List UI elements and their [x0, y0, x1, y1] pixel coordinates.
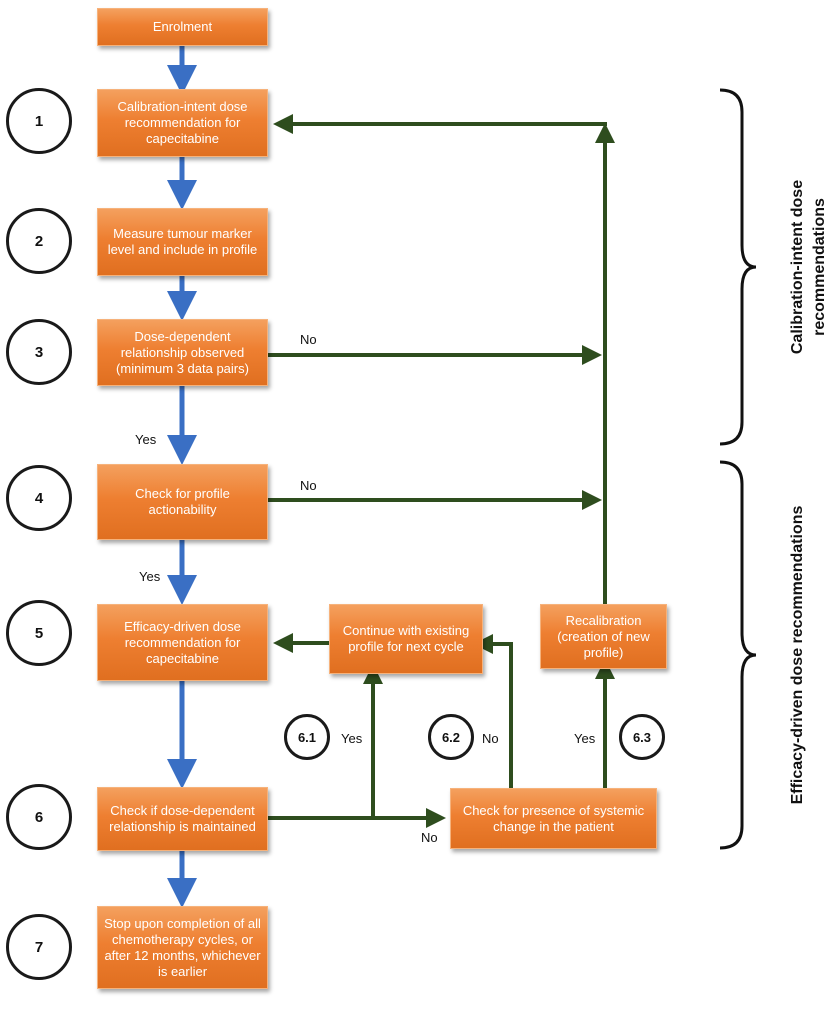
step-6-box: Check if dose-dependent relationship is … [97, 787, 268, 851]
edge-label-yes-6-3: Yes [574, 731, 596, 746]
edge-label-no-6: No [421, 830, 438, 845]
step-5-circle: 5 [6, 600, 72, 666]
arrow-systemic-no-to-continue [473, 634, 513, 788]
step-3-box: Dose-dependent relationship observed (mi… [97, 319, 268, 386]
step-4-circle: 4 [6, 465, 72, 531]
step-6-2-circle: 6.2 [428, 714, 474, 760]
step-3-circle: 3 [6, 319, 72, 385]
step-1-box: Calibration-intent dose recommendation f… [97, 89, 268, 157]
recalibration-box: Recalibration (creation of new profile) [540, 604, 667, 669]
step-5-box: Efficacy-driven dose recommendation for … [97, 604, 268, 681]
phase-label-calibration: Calibration-intent dose recommendations [789, 179, 828, 355]
edge-label-no-4: No [300, 478, 317, 493]
brace-efficacy [719, 460, 757, 850]
continue-box: Continue with existing profile for next … [329, 604, 483, 674]
step-4-box: Check for profile actionability [97, 464, 268, 540]
edge-label-yes-3: Yes [135, 432, 157, 447]
edge-label-no-3: No [300, 332, 317, 347]
step-2-circle: 2 [6, 208, 72, 274]
brace-calibration [719, 88, 757, 446]
step-2-box: Measure tumour marker level and include … [97, 208, 268, 276]
step-1-circle: 1 [6, 88, 72, 154]
systemic-change-box: Check for presence of systemic change in… [450, 788, 657, 849]
edge-label-no-6-2: No [482, 731, 499, 746]
enrolment-box: Enrolment [97, 8, 268, 46]
step-6-circle: 6 [6, 784, 72, 850]
step-7-box: Stop upon completion of all chemotherapy… [97, 906, 268, 989]
step-6-1-circle: 6.1 [284, 714, 330, 760]
step-6-3-circle: 6.3 [619, 714, 665, 760]
edge-label-yes-6-1: Yes [341, 731, 363, 746]
phase-label-efficacy: Efficacy-driven dose recommendations [789, 505, 806, 805]
step-7-circle: 7 [6, 914, 72, 980]
edge-label-yes-4: Yes [139, 569, 161, 584]
